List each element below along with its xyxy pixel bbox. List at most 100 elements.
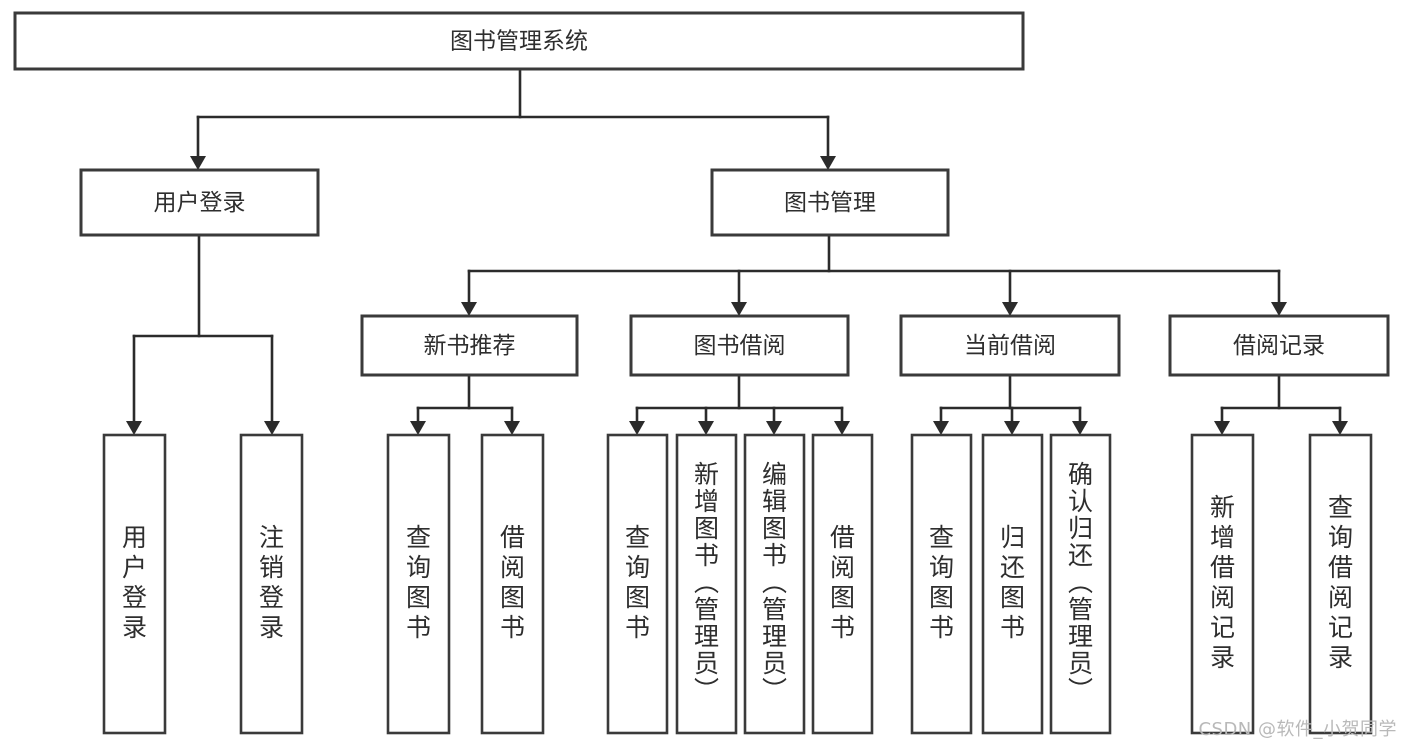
node-level1-1-rect <box>710 168 950 237</box>
root-to-level1-branch-0-arrowhead-icon <box>190 156 206 170</box>
node-level2-3[interactable]: 借阅记录 <box>1168 314 1390 377</box>
node-leaf-1-label-char-3: 录 <box>259 613 284 642</box>
node-leaf-7-label-char-0: 借 <box>830 523 855 552</box>
node-leaf-7-label-char-3: 书 <box>830 613 855 642</box>
node-leaf-12-label-char-3: 阅 <box>1328 583 1353 612</box>
record-to-leaves-branch-1-arrowhead-icon <box>1332 421 1348 435</box>
node-leaf-5-label-char-5: 管 <box>694 595 719 624</box>
node-leaf-3-label-char-1: 阅 <box>500 553 525 582</box>
node-level2-3-label: 借阅记录 <box>1233 333 1325 359</box>
record-to-leaves-branch-0-arrowhead-icon <box>1214 421 1230 435</box>
node-leaf-0-label-char-1: 户 <box>122 553 147 582</box>
node-leaf-10-label-char-3: 还 <box>1068 541 1093 570</box>
node-leaf-12-label-char-4: 记 <box>1328 613 1353 642</box>
node-leaf-10-label-char-7: 员 <box>1068 649 1093 678</box>
node-leaf-1-label-char-1: 销 <box>259 553 284 582</box>
node-leaf-0[interactable]: 用户登录 <box>102 433 167 735</box>
bookmgmt-to-level2-branch-0-arrowhead-icon <box>461 302 477 316</box>
node-leaf-11-label-char-0: 新 <box>1210 493 1235 522</box>
bookmgmt-to-level2-branch-1-arrowhead-icon <box>731 302 747 316</box>
node-leaf-10-rect <box>1049 433 1112 735</box>
node-leaf-9-label-char-3: 书 <box>1000 613 1025 642</box>
node-level1-1-label: 图书管理 <box>784 190 876 216</box>
node-leaf-12-label-char-0: 查 <box>1328 493 1353 522</box>
node-level2-3-rect <box>1168 314 1390 377</box>
node-leaf-5-label-char-6: 理 <box>694 622 719 651</box>
borrow-to-leaves-branch-1-arrowhead-icon <box>698 421 714 435</box>
node-leaf-11-label-char-4: 记 <box>1210 613 1235 642</box>
node-leaf-5-label-char-3: 书 <box>694 541 719 570</box>
node-leaf-11-label-char-1: 增 <box>1210 523 1235 552</box>
node-leaf-5-label-char-8: ︶ <box>694 676 719 705</box>
node-level1-1[interactable]: 图书管理 <box>710 168 950 237</box>
node-leaf-0-label-char-2: 登 <box>122 583 147 612</box>
node-leaf-6-label-char-8: ︶ <box>762 676 787 705</box>
node-root-system[interactable]: 图书管理系统 <box>13 11 1025 71</box>
node-leaf-5-label-char-4: ︵ <box>694 568 719 597</box>
node-leaf-3-label-char-3: 书 <box>500 613 525 642</box>
node-level2-2[interactable]: 当前借阅 <box>899 314 1121 377</box>
newbook-to-leaves-branch-1-arrowhead-icon <box>504 421 520 435</box>
node-level2-0[interactable]: 新书推荐 <box>360 314 579 377</box>
node-leaf-3-label-char-2: 图 <box>500 583 525 612</box>
node-leaf-7-label-char-2: 图 <box>830 583 855 612</box>
node-level2-1-rect <box>629 314 850 377</box>
node-leaf-1-label-char-0: 注 <box>259 523 284 552</box>
node-leaf-11-label-char-3: 阅 <box>1210 583 1235 612</box>
node-level2-2-label: 当前借阅 <box>964 333 1056 359</box>
node-level1-0-rect <box>79 168 320 237</box>
current-to-leaves-branch-2-arrowhead-icon <box>1072 421 1088 435</box>
node-leaf-2-label-char-3: 书 <box>406 613 431 642</box>
node-leaf-6-label-char-4: ︵ <box>762 568 787 597</box>
node-leaf-2-label-char-2: 图 <box>406 583 431 612</box>
current-to-leaves-branch-1-arrowhead-icon <box>1004 421 1020 435</box>
node-level2-0-label: 新书推荐 <box>424 333 516 359</box>
node-leaf-1-rect <box>239 433 304 735</box>
node-leaf-10-label-char-1: 认 <box>1068 487 1093 516</box>
node-leaf-2-label-char-0: 查 <box>406 523 431 552</box>
node-leaf-4-label-char-0: 查 <box>625 523 650 552</box>
node-level1-0[interactable]: 用户登录 <box>79 168 320 237</box>
userlogin-to-leaves-branch-0-arrowhead-icon <box>126 421 142 435</box>
nodes-layer: 图书管理系统用户登录图书管理新书推荐图书借阅当前借阅借阅记录用户登录注销登录查询… <box>13 11 1390 735</box>
connectors-layer <box>126 67 1348 435</box>
node-leaf-5-label-char-7: 员 <box>694 649 719 678</box>
root-to-level1-branch-1-arrowhead-icon <box>820 156 836 170</box>
newbook-to-leaves-branch-0-arrowhead-icon <box>410 421 426 435</box>
node-leaf-7-label-char-1: 阅 <box>830 553 855 582</box>
node-level2-1[interactable]: 图书借阅 <box>629 314 850 377</box>
node-leaf-6-label-char-5: 管 <box>762 595 787 624</box>
borrow-to-leaves-branch-2-arrowhead-icon <box>766 421 782 435</box>
node-leaf-10-label-char-5: 管 <box>1068 595 1093 624</box>
node-leaf-8-rect <box>910 433 973 735</box>
node-level1-0-label: 用户登录 <box>154 190 246 216</box>
node-leaf-6-label-char-1: 辑 <box>762 487 787 516</box>
node-leaf-8-label-char-3: 书 <box>929 613 954 642</box>
userlogin-to-leaves-branch-1-arrowhead-icon <box>264 421 280 435</box>
node-level2-2-rect <box>899 314 1121 377</box>
bookmgmt-to-level2-branch-2-arrowhead-icon <box>1002 302 1018 316</box>
node-leaf-6-label-char-2: 图 <box>762 514 787 543</box>
node-leaf-4-label-char-2: 图 <box>625 583 650 612</box>
node-leaf-7-rect <box>811 433 874 735</box>
node-leaf-10-label-char-2: 归 <box>1068 514 1093 543</box>
node-leaf-2-rect <box>386 433 451 735</box>
node-leaf-10-label-char-4: ︵ <box>1068 568 1093 597</box>
node-leaf-9-label-char-2: 图 <box>1000 583 1025 612</box>
node-leaf-0-label-char-3: 录 <box>122 613 147 642</box>
node-leaf-10-label-char-6: 理 <box>1068 622 1093 651</box>
